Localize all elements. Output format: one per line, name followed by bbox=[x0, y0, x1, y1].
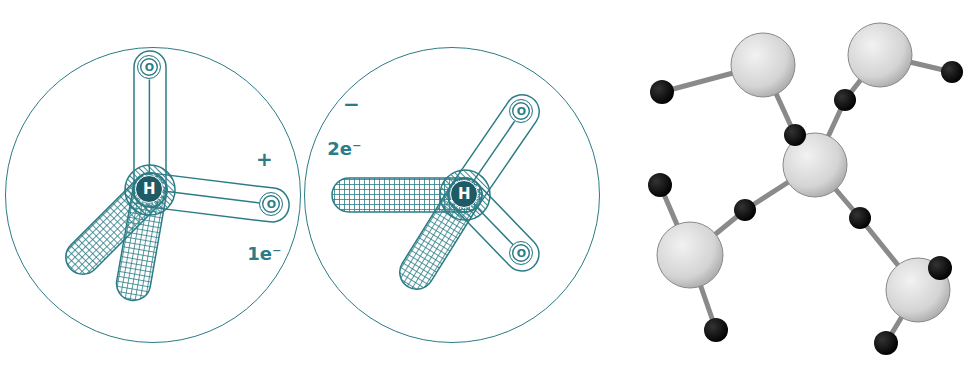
charge-sign: − bbox=[343, 94, 360, 114]
hydrogen-atom: H bbox=[135, 175, 163, 203]
orbital-circle: +1e⁻ O H O bbox=[5, 47, 301, 343]
orbital-lobes bbox=[332, 88, 546, 295]
oxygen-atom: O bbox=[509, 99, 533, 123]
electron-count: 2e⁻ bbox=[327, 140, 361, 158]
atom-symbol: O bbox=[517, 248, 526, 259]
oxygen-atom: O bbox=[259, 192, 283, 216]
bond-line bbox=[163, 191, 259, 203]
electron-count: 1e⁻ bbox=[247, 245, 281, 263]
oxygen-atom: O bbox=[137, 55, 161, 79]
oxygen-atom: O bbox=[509, 241, 533, 265]
atom-symbol: O bbox=[145, 62, 154, 73]
bond-line bbox=[149, 79, 150, 175]
bond-line bbox=[472, 121, 514, 183]
atom-symbol: H bbox=[143, 182, 156, 197]
atom-symbol: H bbox=[458, 187, 471, 202]
hydrogen-atom: H bbox=[450, 180, 478, 208]
atom-symbol: O bbox=[517, 106, 526, 117]
orbital-lobes bbox=[59, 51, 291, 303]
orbital-circle: − 2e⁻ H O O bbox=[304, 47, 600, 343]
molecule-model bbox=[648, 23, 963, 355]
bond-line bbox=[474, 204, 513, 244]
charge-sign: + bbox=[256, 149, 273, 169]
atom-symbol: O bbox=[267, 199, 276, 210]
